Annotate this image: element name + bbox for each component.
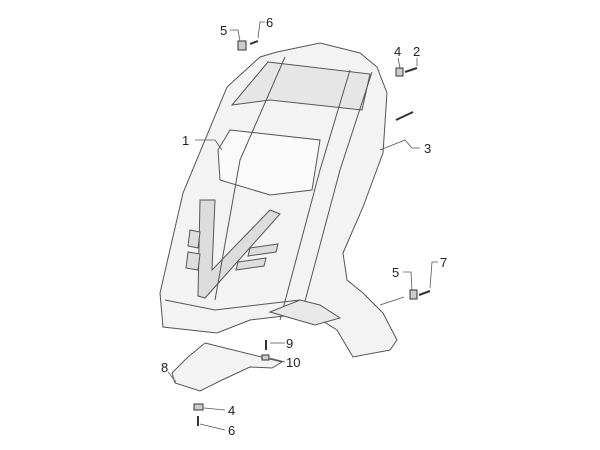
clip-4-top [395, 67, 404, 77]
fender-inner [268, 299, 342, 326]
side-trim-lines [214, 56, 373, 321]
bolt-3 [395, 111, 414, 121]
clip-5-top [237, 40, 247, 51]
windshield-panel [230, 61, 371, 111]
screw-7 [418, 290, 431, 296]
callout-1: 1 [182, 133, 190, 148]
callout-7: 7 [440, 255, 448, 270]
center-v-trim [197, 199, 281, 299]
glovebox-opening [217, 129, 321, 196]
right-vent [235, 243, 279, 271]
callout-6-bottom: 6 [228, 423, 236, 438]
cover-plate-8 [171, 342, 284, 392]
callout-9: 9 [286, 336, 294, 351]
callout-2: 2 [413, 44, 421, 59]
callout-3: 3 [424, 141, 432, 156]
callout-6-top: 6 [266, 15, 274, 30]
leader-lines [167, 21, 438, 431]
callout-8: 8 [161, 360, 169, 375]
left-vent [185, 229, 201, 271]
screw-6-top [249, 40, 259, 45]
callout-5-top: 5 [220, 23, 228, 38]
screw-2 [404, 67, 418, 73]
callout-10: 10 [286, 355, 301, 370]
clip-4-bottom [193, 403, 204, 411]
callout-5-right: 5 [392, 265, 400, 280]
callout-4-bottom: 4 [228, 403, 236, 418]
clip-5-right [409, 289, 418, 300]
callout-4-top: 4 [394, 44, 402, 59]
clip-10 [261, 354, 270, 361]
lower-panel-line [164, 299, 301, 311]
